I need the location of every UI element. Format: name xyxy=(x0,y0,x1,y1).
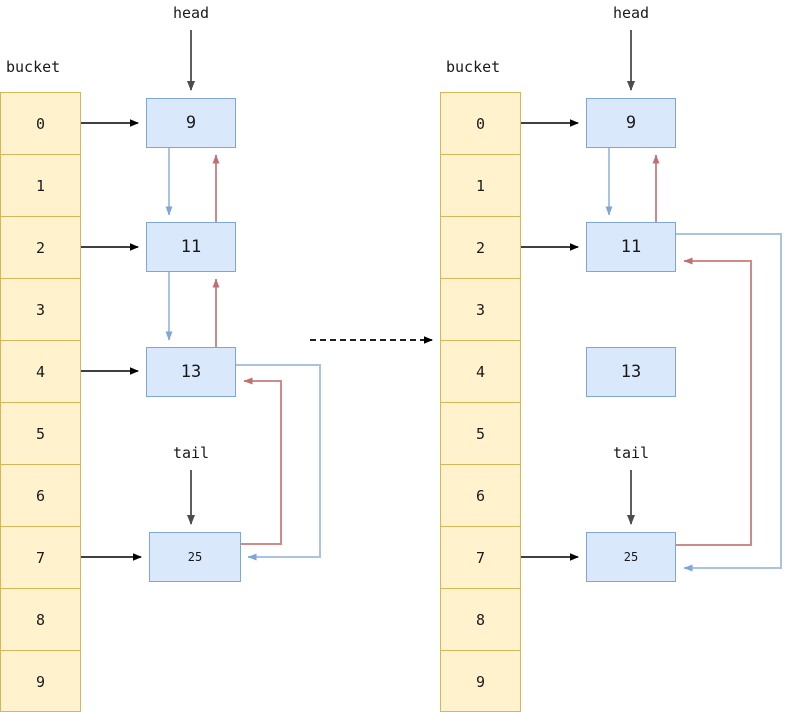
node-box-9-before[interactable]: 9 xyxy=(146,98,236,148)
next-pointer-11-to-25-after xyxy=(676,233,782,572)
node-box-25-after[interactable]: 25 xyxy=(586,532,676,582)
node-box-11-before[interactable]: 11 xyxy=(146,222,236,272)
head-label-before: head xyxy=(172,4,210,22)
bucket-cell-before-3[interactable]: 3 xyxy=(1,279,80,341)
node-box-13-before[interactable]: 13 xyxy=(146,347,236,397)
bucket-cell-after-7[interactable]: 7 xyxy=(441,527,520,589)
node-box-13-after[interactable]: 13 xyxy=(586,347,676,397)
prev-pointer-25-to-11-after xyxy=(676,257,752,546)
bucket-cell-before-7[interactable]: 7 xyxy=(1,527,80,589)
node-box-11-after[interactable]: 11 xyxy=(586,222,676,272)
bucket-cell-before-4[interactable]: 4 xyxy=(1,341,80,403)
head-label-after: head xyxy=(612,4,650,22)
next-pointer-13-to-25-before xyxy=(236,364,321,561)
bucket-cell-after-9[interactable]: 9 xyxy=(475,673,486,691)
bucket-cell-before-2[interactable]: 2 xyxy=(1,217,80,279)
bucket-cell-after-0[interactable]: 0 xyxy=(441,93,520,155)
bucket-cell-before-8[interactable]: 8 xyxy=(1,589,80,651)
bucket-cell-before-6[interactable]: 6 xyxy=(1,465,80,527)
bucket-cell-after-8[interactable]: 8 xyxy=(441,589,520,651)
node-box-9-after[interactable]: 9 xyxy=(586,98,676,148)
bucket-cell-after-1[interactable]: 1 xyxy=(441,155,520,217)
bucket-cell-before-0[interactable]: 0 xyxy=(1,93,80,155)
bucket-caption-right: bucket xyxy=(446,58,501,76)
tail-label-after: tail xyxy=(612,444,650,462)
tail-label-before: tail xyxy=(172,444,210,462)
bucket-cell-before-9[interactable]: 9 xyxy=(35,673,46,691)
prev-pointer-25-to-13-before xyxy=(241,377,282,545)
node-box-25-before[interactable]: 25 xyxy=(149,532,241,582)
bucket-cell-after-5[interactable]: 5 xyxy=(441,403,520,465)
bucket-cell-after-3[interactable]: 3 xyxy=(441,279,520,341)
bucket-caption-left: bucket xyxy=(6,58,61,76)
bucket-cell-after-2[interactable]: 2 xyxy=(441,217,520,279)
bucket-cell-before-1[interactable]: 1 xyxy=(1,155,80,217)
bucket-cell-after-4[interactable]: 4 xyxy=(441,341,520,403)
bucket-cell-after-6[interactable]: 6 xyxy=(441,465,520,527)
bucket-cell-before-5[interactable]: 5 xyxy=(1,403,80,465)
